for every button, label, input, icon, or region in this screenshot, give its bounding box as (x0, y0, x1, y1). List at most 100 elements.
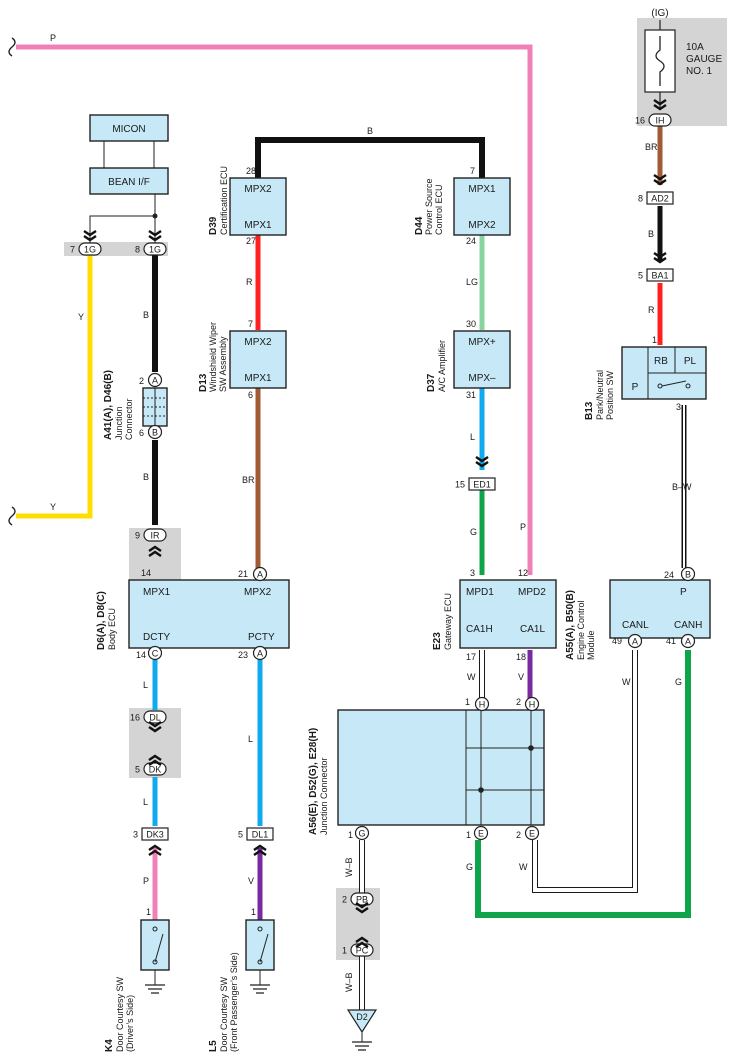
wire-label: W (519, 862, 528, 872)
ac-amplifier: 30 31 MPX+ MPX– D37 A/C Amplifier (426, 319, 511, 400)
component-name: Junction (114, 406, 124, 440)
pin: 1 (465, 697, 470, 707)
connector-label: BA1 (651, 271, 668, 281)
connector-ir: IR9 (135, 528, 167, 542)
pin-bubble: H (524, 696, 540, 712)
component-id: L5 (208, 1040, 219, 1052)
component-id: A41(A), D46(B) (103, 370, 114, 440)
component-name: Body ECU (107, 608, 117, 650)
fuse-gauge: (IG) 10A GAUGE NO. 1 (644, 8, 722, 110)
pin: 27 (246, 236, 256, 246)
wire-labels: P B R BR LG L G P BR B R B–W Y Y B B L L… (50, 33, 692, 992)
wire-b-top (255, 137, 485, 178)
component-name: Door Courtesy SW (115, 976, 125, 1052)
wire-label: Y (78, 312, 84, 322)
terminal: MPX2 (468, 220, 496, 231)
terminal: P (680, 587, 687, 598)
svg-text:B: B (685, 570, 691, 580)
body-ecu: MPX1 MPX2 DCTY PCTY 14 21 14 23 D6(A), D… (96, 568, 290, 660)
connector-label: PB (356, 895, 368, 905)
component-name: Power Source (424, 178, 434, 235)
engine-control-module: P CANL CANH 24 49 41 A55(A), B50(B) Engi… (565, 570, 711, 660)
door-courtesy-sw-passenger: 1 L5 Door Courtesy SW (Front Passenger’s… (208, 907, 275, 1052)
pin: 7 (248, 319, 253, 329)
connector-pin: 1 (342, 946, 347, 956)
wire-label: P (143, 876, 149, 886)
pin: 2 (516, 830, 521, 840)
svg-text:H: H (479, 700, 486, 710)
component-id: D37 (426, 373, 437, 392)
pin: 1 (348, 830, 353, 840)
wire-label: LG (466, 277, 478, 287)
connector-label: PC (356, 946, 369, 956)
wire-label: L (470, 432, 475, 442)
pin-bubble: A (627, 633, 643, 649)
wire-label: W–B (344, 857, 354, 877)
pin-bubble: G (354, 825, 370, 841)
connector-label: ED1 (473, 480, 491, 490)
component-name: A/C Amplifier (437, 340, 447, 392)
supply-label: (IG) (651, 8, 668, 19)
component-name: Door Courtesy SW (219, 976, 229, 1052)
svg-text:G: G (358, 829, 365, 839)
wire-label: V (518, 672, 524, 682)
terminal: CA1L (520, 624, 545, 635)
connector-pb: PB2 (342, 892, 374, 906)
chevron-icon (253, 844, 267, 856)
component-name: (Driver’s Side) (125, 995, 135, 1052)
pin: 28 (246, 166, 256, 176)
wire-label: BR (645, 142, 658, 152)
component-id: D44 (414, 216, 425, 235)
connector-pin: 5 (135, 765, 140, 775)
pin: 6 (139, 428, 144, 438)
wire-y (16, 255, 93, 519)
component-name: Engine Control (576, 600, 586, 660)
svg-text:A: A (257, 649, 263, 659)
pin: 3 (676, 402, 681, 412)
pin-bubble: A (147, 372, 163, 388)
connector-label: 1G (149, 245, 161, 255)
terminal: PL (684, 356, 697, 367)
pin-bubble: A (252, 566, 268, 582)
certification-ecu: 28 27 MPX2 MPX1 D39 Certification ECU (208, 166, 287, 246)
pin-bubble: C (147, 645, 163, 661)
component-name: Certification ECU (219, 166, 229, 235)
fuse-name: GAUGE (686, 54, 722, 65)
break-marks (8, 37, 16, 526)
component-name: (Front Passenger’s Side) (229, 952, 239, 1052)
component-id: A56(E), D52(G), E28(H) (308, 728, 319, 835)
pin: 1 (146, 907, 151, 917)
chevron-icon (148, 230, 162, 242)
fuse-name: NO. 1 (686, 66, 713, 77)
connector-label: IR (151, 531, 161, 541)
wire-label: B (648, 229, 654, 239)
wire-g-ecm (475, 650, 691, 918)
terminal: MPX1 (244, 220, 272, 231)
svg-text:A: A (257, 570, 263, 580)
pin: 6 (248, 390, 253, 400)
chevron-icon (148, 545, 162, 557)
svg-text:A: A (152, 376, 158, 386)
connector-pin: 5 (638, 271, 643, 281)
component-id: D39 (208, 216, 219, 235)
wire-label: P (50, 33, 56, 43)
wire-label: G (470, 527, 477, 537)
connector-label: DL (149, 713, 161, 723)
fuse-amp: 10A (686, 42, 704, 53)
pin: 1 (251, 907, 256, 917)
wire-label: L (143, 797, 148, 807)
pin-bubble: H (474, 696, 490, 712)
micon-label: MICON (112, 124, 145, 135)
connector-ig1: 1G7 (70, 242, 102, 256)
component-id: B13 (584, 401, 595, 420)
connector-pin: 16 (130, 713, 140, 723)
pin: 23 (238, 650, 248, 660)
connector-label: DK (149, 765, 162, 775)
pin-bubble: B (680, 566, 696, 582)
pin: 41 (666, 636, 676, 646)
pin-bubble: A (252, 645, 268, 661)
pin-bubble: E (524, 825, 540, 841)
